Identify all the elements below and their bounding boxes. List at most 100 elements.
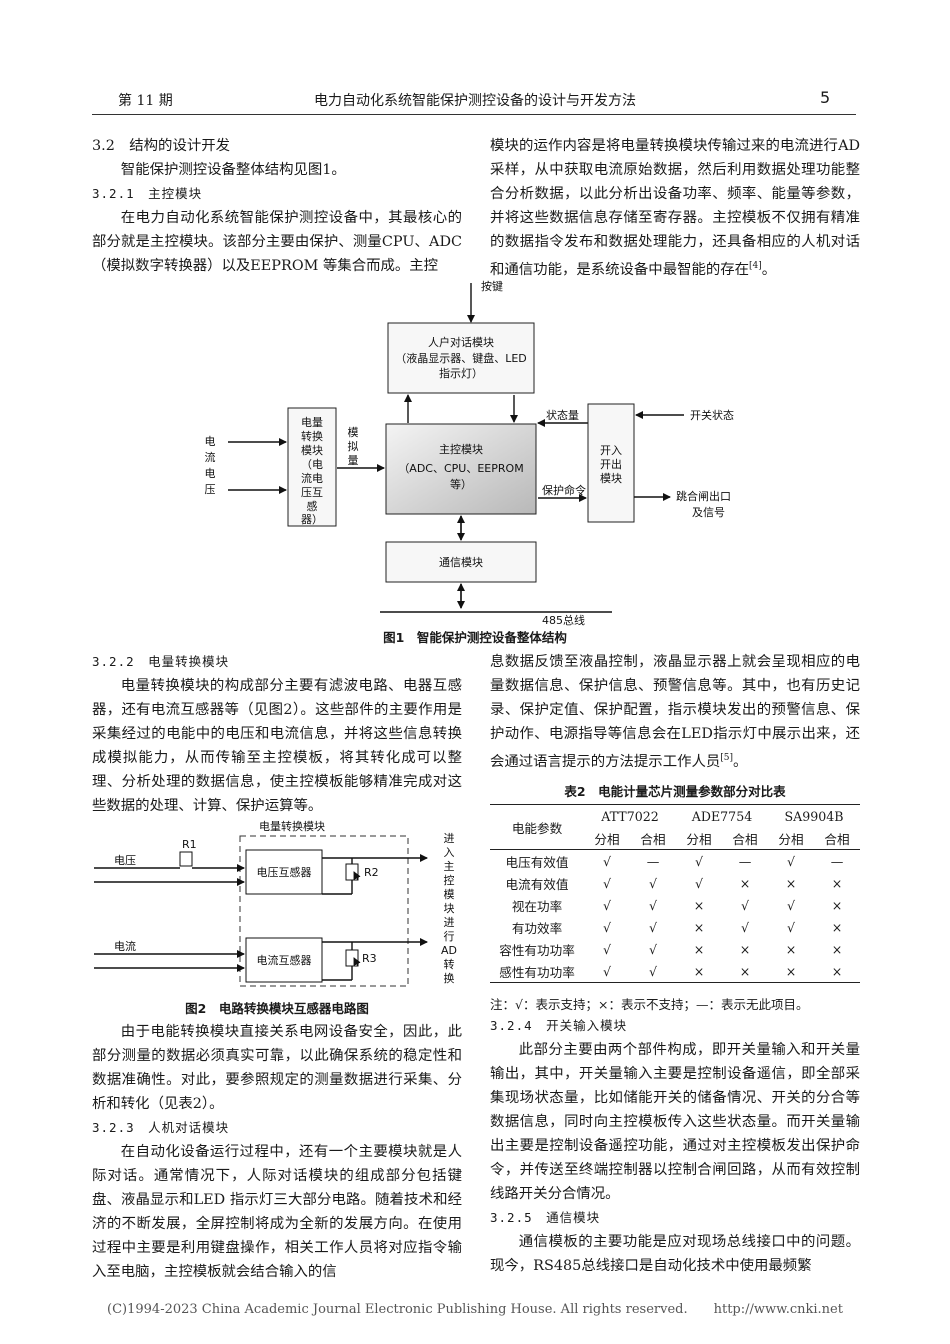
section-heading-3-2-5: 3.2.5 通信模块	[490, 1210, 601, 1225]
svg-text:流电: 流电	[301, 471, 323, 485]
sub-header: 分相	[584, 827, 630, 850]
table-cell: —	[646, 853, 660, 869]
svg-text:主: 主	[444, 860, 455, 873]
table-cell: √	[786, 897, 796, 913]
param-header: 电能参数	[490, 804, 584, 850]
voltage-transformer-box	[245, 849, 323, 895]
keypad-label: 按键	[481, 279, 503, 293]
paragraph: 模块的运作内容是将电量转换模块传输过来的电流进行AD采样，从中获取电流原始数据，…	[490, 138, 860, 278]
sub-header: 分相	[768, 827, 814, 850]
table-cell: ×	[814, 960, 860, 983]
trip-label-1: 跳合闸出口	[676, 489, 731, 503]
table-cell: ×	[676, 960, 722, 983]
comm-label: 通信模块	[439, 556, 483, 569]
svg-text:压互: 压互	[301, 486, 323, 499]
chip-header: ADE7754	[676, 804, 768, 827]
protect-label: 保护命令	[542, 483, 586, 497]
chip-header: ATT7022	[584, 804, 676, 827]
main-label-3: 等）	[450, 477, 472, 491]
table-row: 电流有效值√√√×××	[490, 872, 860, 894]
section-heading-3-2-1: 3.2.1 主控模块	[92, 186, 203, 201]
io-module-box	[587, 403, 635, 523]
table-cell: √	[602, 875, 612, 891]
paragraph: 此部分主要由两个部件构成，即开关量输入和开关量输出，其中，开关量输入主要是控制设…	[490, 1042, 860, 1202]
table-cell: √	[602, 919, 612, 935]
r1-label: R1	[182, 838, 197, 851]
table-2-caption: 表2 电能计量芯片测量参数部分对比表	[564, 784, 786, 799]
svg-text:模: 模	[348, 426, 359, 439]
fig2-side-label: 进 入 主 控 模 块 进 行 AD 转 换	[441, 832, 457, 985]
table-cell: √	[584, 960, 630, 983]
table-cell: ×	[831, 875, 843, 891]
table-cell: √	[694, 853, 704, 869]
table-cell: ×	[693, 897, 705, 913]
table-row: 有功效率√√×√√×	[490, 916, 860, 938]
conversion-dashed-box	[239, 835, 409, 987]
table-cell: √	[602, 853, 612, 869]
hmi-box	[387, 322, 535, 394]
table-2: 电能参数 ATT7022 ADE7754 SA9904B 分相 合相 分相 合相…	[490, 804, 860, 983]
page-number: 5	[820, 88, 831, 107]
sub-header: 合相	[630, 827, 676, 850]
paragraph: 电量转换模块的构成部分主要有滤波电路、电器互感器，还有电流互感器等（见图2）。这…	[92, 678, 462, 814]
current-transformer-box	[245, 937, 323, 983]
table-cell: —	[830, 853, 844, 869]
svg-text:转: 转	[444, 957, 455, 971]
section-heading-3-2-4: 3.2.4 开关输入模块	[490, 1018, 628, 1033]
citation: [4]	[749, 261, 762, 271]
left-column-middle: 3.2.2 电量转换模块 电量转换模块的构成部分主要有滤波电路、电器互感器，还有…	[92, 650, 462, 818]
svg-text:块: 块	[444, 902, 455, 915]
bus-label: 485总线	[542, 613, 585, 627]
svg-text:转换: 转换	[301, 429, 323, 443]
table-cell: √	[602, 941, 612, 957]
svg-text:量: 量	[348, 454, 359, 467]
switch-status-label: 开关状态	[690, 408, 734, 422]
table-cell: ×	[722, 960, 768, 983]
param-name: 电流有效值	[505, 876, 569, 892]
table-cell: √	[630, 960, 676, 983]
figure-1-block-diagram: 按键 人户对话模块 （液晶显示器、键盘、LED 指示灯） 电量 转换 模块 （电…	[205, 279, 735, 627]
paragraph: 智能保护测控设备整体结构见图1。	[120, 162, 346, 178]
ct-label: 电流互感器	[257, 953, 312, 967]
r3-label: R3	[362, 952, 377, 965]
figure-2-circuit: 电量转换模块 电压 R1 电压互感器 R2 电流 电流互感器 R3 进 入 主 …	[94, 820, 457, 987]
param-name: 容性有功功率	[499, 942, 575, 958]
table-cell: √	[602, 897, 612, 913]
table-cell: ×	[785, 875, 797, 891]
sub-header: 合相	[814, 827, 860, 850]
section-heading-3-2: 3.2 结构的设计开发	[92, 138, 231, 154]
svg-text:开出: 开出	[600, 457, 622, 471]
table-cell: √	[648, 875, 658, 891]
main-label-1: 主控模块	[439, 442, 483, 456]
right-column-top: 模块的运作内容是将电量转换模块传输过来的电流进行AD采样，从中获取电流原始数据，…	[490, 134, 860, 282]
table-cell: ×	[831, 919, 843, 935]
svg-text:压: 压	[205, 483, 216, 496]
table-cell: ×	[831, 897, 843, 913]
paragraph: 在电力自动化系统智能保护测控设备中，其最核心的部分就是主控模块。该部分主要由保护…	[92, 210, 462, 274]
svg-text:电量: 电量	[301, 416, 323, 429]
table-row: 视在功率√√×√√×	[490, 894, 860, 916]
vt-label: 电压互感器	[257, 866, 312, 879]
right-column-middle: 息数据反馈至液晶控制，液晶显示器上就会呈现相应的电量数据信息、保护信息、预警信息…	[490, 650, 860, 774]
sub-header: 分相	[676, 827, 722, 850]
main-label-2: （ADC、CPU、EEPROM	[398, 462, 523, 475]
chip-header: SA9904B	[768, 804, 860, 827]
hmi-label-2: （液晶显示器、键盘、LED	[395, 351, 527, 365]
svg-text:行: 行	[444, 930, 455, 943]
svg-text:拟: 拟	[348, 439, 359, 453]
table-cell: ×	[831, 941, 843, 957]
paragraph: 通信模板的主要功能是应对现场总线接口中的问题。现今，RS485总线接口是自动化技…	[490, 1234, 860, 1274]
fig2-title: 电量转换模块	[259, 820, 325, 833]
left-column-bottom: 由于电能转换模块直接关系电网设备安全，因此，此部分测量的数据必须真实可靠，以此确…	[92, 1020, 462, 1284]
svg-text:模块: 模块	[600, 472, 622, 485]
svg-text:感: 感	[307, 500, 318, 513]
running-title: 电力自动化系统智能保护测控设备的设计与开发方法	[314, 93, 636, 109]
header-rule	[92, 114, 856, 115]
section-heading-3-2-3: 3.2.3 人机对话模块	[92, 1120, 230, 1135]
copyright-footer: (C)1994-2023 China Academic Journal Elec…	[107, 1302, 843, 1317]
conversion-module-box	[287, 407, 337, 527]
table-row: 电压有效值√—√—√—	[490, 850, 860, 873]
svg-text:流: 流	[205, 450, 216, 464]
param-name: 视在功率	[511, 898, 563, 914]
section-heading-3-2-2: 3.2.2 电量转换模块	[92, 654, 230, 669]
